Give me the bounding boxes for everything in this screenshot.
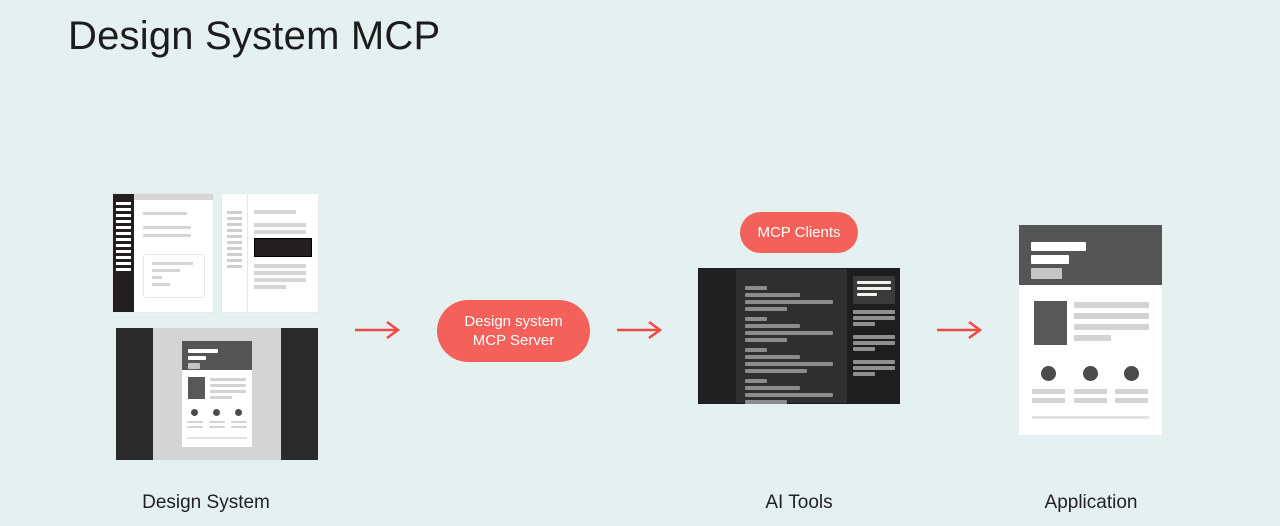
design-system-preview-device-mockup <box>116 328 318 460</box>
doc-sidebar <box>113 194 134 312</box>
design-doc-with-code-block-mockup <box>222 194 318 312</box>
application-feature-dot <box>1041 366 1056 381</box>
stage-label-ai-tools: AI Tools <box>765 492 833 513</box>
mcp-server-line-2: MCP Server <box>472 332 555 349</box>
mcp-server-line-1: Design system <box>464 312 563 330</box>
arrow-right-icon-1 <box>355 320 401 340</box>
application-feature-dot <box>1083 366 1098 381</box>
ai-code-editor-mockup <box>698 268 900 404</box>
stage-label-design-system: Design System <box>142 492 270 513</box>
application-divider <box>1032 416 1149 419</box>
application-image-block <box>1034 301 1067 345</box>
doc-top-bar <box>134 194 213 200</box>
application-header <box>1019 225 1162 285</box>
application-feature-dot <box>1124 366 1139 381</box>
design-doc-with-sidebar-mockup <box>113 194 213 312</box>
editor-side-panel <box>847 269 899 403</box>
arrow-right-icon-3 <box>937 320 983 340</box>
panel-preview-card <box>853 276 895 304</box>
application-page-mockup <box>1019 225 1162 435</box>
doc-card <box>143 254 205 298</box>
editor-code-area <box>736 269 849 404</box>
doc-divider <box>247 194 248 312</box>
stage-label-application: Application <box>1044 492 1138 513</box>
device-page-preview <box>182 341 252 447</box>
mcp-clients-node[interactable]: MCP Clients <box>740 212 858 253</box>
device-page-header <box>182 341 252 370</box>
device-frame-left <box>116 328 153 460</box>
mcp-clients-label: MCP Clients <box>757 223 841 241</box>
doc-code-block <box>254 238 312 257</box>
page-title: Design System MCP <box>68 14 441 58</box>
device-frame-right <box>281 328 318 460</box>
mcp-server-node[interactable]: Design system MCP Server <box>437 300 590 362</box>
editor-activity-bar <box>699 269 736 403</box>
arrow-right-icon-2 <box>617 320 663 340</box>
